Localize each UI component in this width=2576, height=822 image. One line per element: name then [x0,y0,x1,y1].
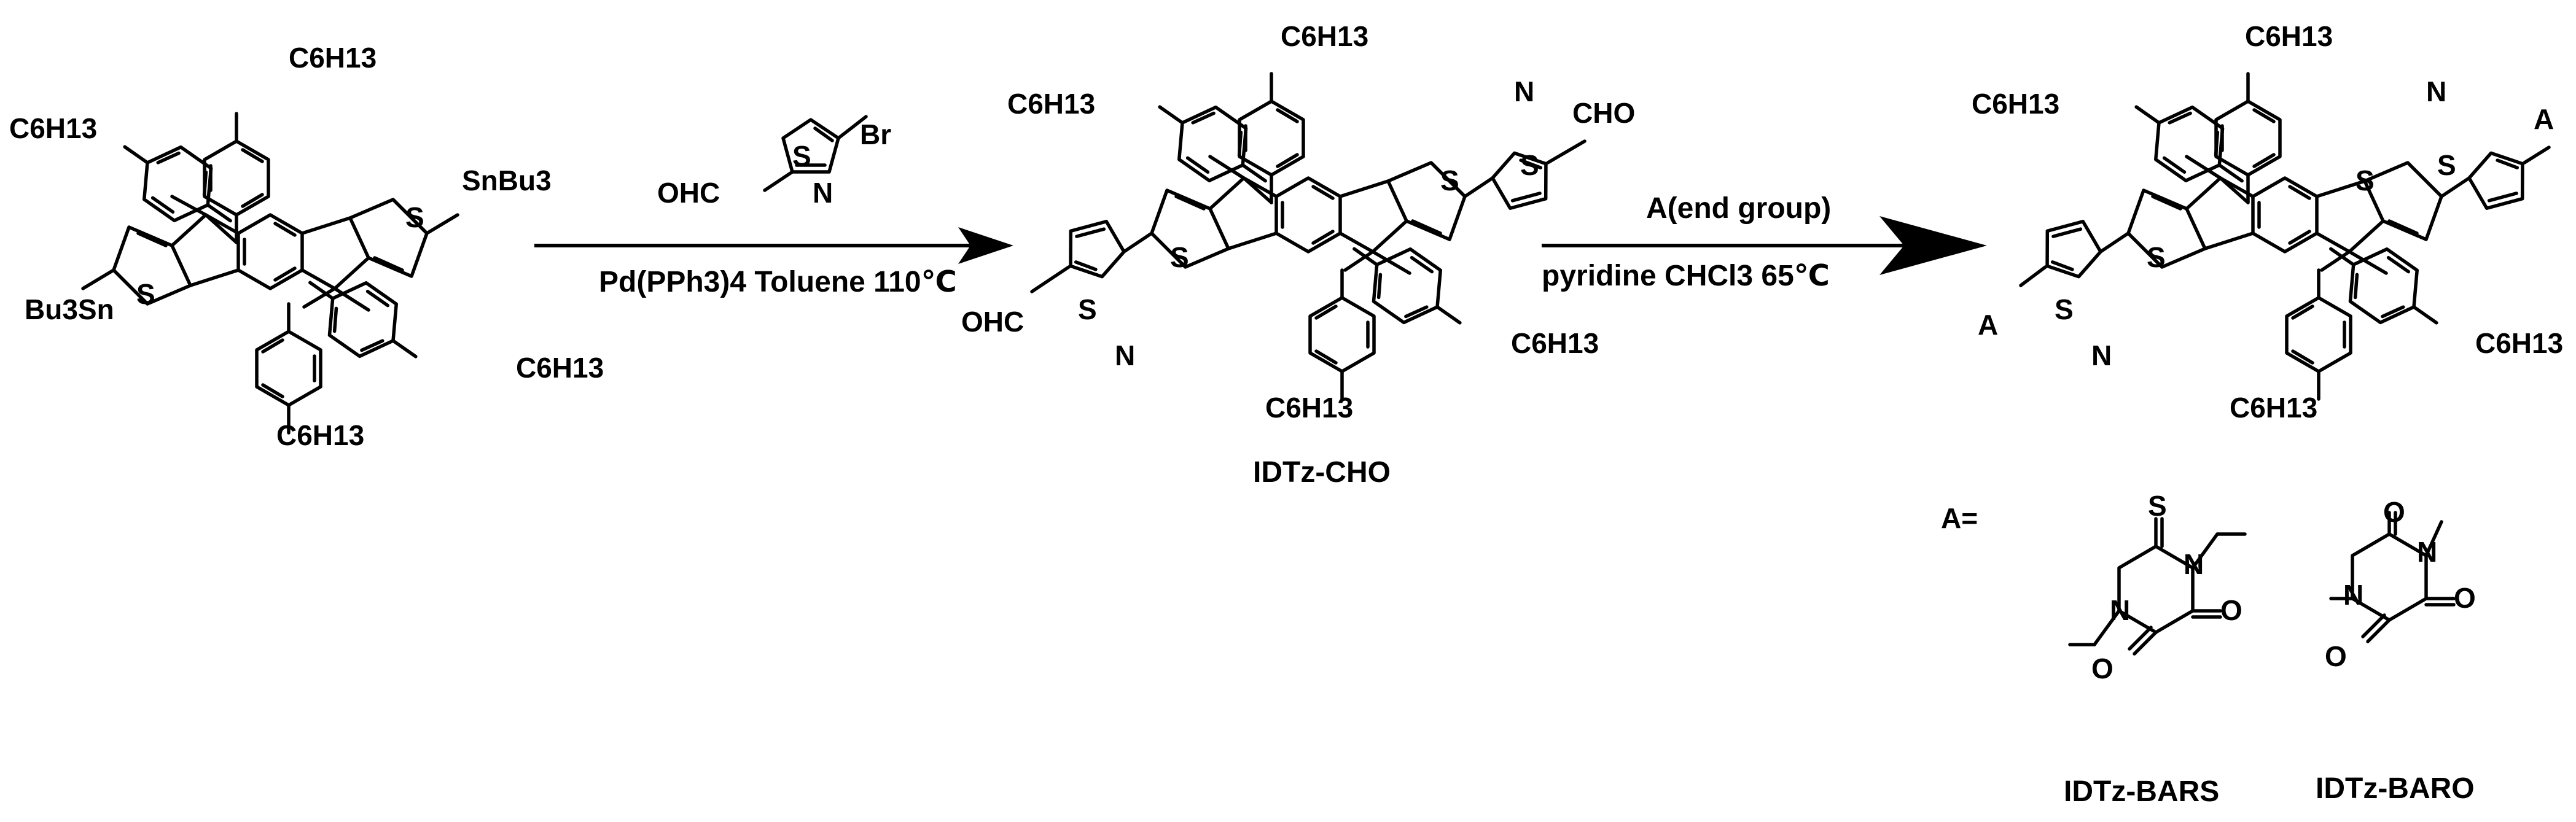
prod-thiazole-n-right: N [2426,76,2446,107]
end-group-definition: A= [1941,502,1978,534]
step1-conditions: Pd(PPh3)4 Toluene 110℃ [599,266,957,298]
sm-stannyl-left: Bu3Sn [25,293,114,325]
arrow-step2 [1542,216,1987,275]
int-thiazole-n-left: N [1115,339,1135,371]
prod-s-core-left: S [2147,241,2166,273]
baro-name: IDTz-BARO [2316,772,2475,805]
int-hexyl-4: C6H13 [1265,392,1353,424]
sm-hexyl-3: C6H13 [516,352,604,384]
sm-hexyl-1: C6H13 [289,42,377,74]
reagent-n: N [813,177,833,209]
intermediate-name: IDTz-CHO [1253,456,1391,489]
starting-material [81,114,459,433]
bars-exo-s: S [2148,490,2167,522]
int-hexyl-2: C6H13 [1007,88,1095,120]
sm-thiophene-s-left: S [136,278,155,310]
baro-o-right: O [2454,582,2476,614]
sm-thiophene-s-right: S [405,201,424,233]
int-hexyl-3: C6H13 [1511,327,1599,359]
reagent-br: Br [860,118,891,150]
step2-conditions: pyridine CHCl3 65℃ [1542,260,1830,292]
end-group-bars [2068,517,2247,656]
sm-stannyl-right: SnBu3 [462,165,552,196]
bars-name: IDTz-BARS [2064,775,2219,808]
bars-o-right: O [2220,594,2242,626]
prod-hexyl-3: C6H13 [2475,327,2563,359]
int-hexyl-1: C6H13 [1281,20,1368,52]
int-thiazole-n-right: N [1514,76,1534,107]
int-thiazole-s-right: S [1520,149,1539,181]
baro-n-left: N [2343,579,2363,611]
int-s-core-left: S [1170,241,1189,273]
reagent-thiazole [763,115,868,192]
arrow-step1 [534,227,1013,264]
prod-hexyl-4: C6H13 [2230,392,2317,424]
bars-n-top: N [2184,548,2204,580]
prod-thiazole-s-left: S [2055,293,2074,325]
intermediate-structure [1030,74,1587,399]
bars-o-bottom: O [2091,653,2113,684]
int-aldehyde-right: CHO [1572,97,1635,129]
reagent-cho: OHC [657,177,720,209]
prod-hexyl-2: C6H13 [1972,88,2059,120]
prod-thiazole-n-left: N [2091,339,2112,371]
int-aldehyde-left: OHC [961,306,1024,338]
baro-exo-o: O [2383,496,2405,528]
baro-n-top: N [2417,536,2437,568]
end-group-baro [2329,511,2456,643]
sm-hexyl-4: C6H13 [276,419,364,451]
reagent-s: S [792,140,811,172]
baro-o-bottom: O [2325,640,2347,672]
prod-hexyl-1: C6H13 [2245,20,2333,52]
prod-thiazole-s-right: S [2437,149,2456,181]
int-thiazole-s-left: S [1078,293,1097,325]
prod-s-core-right: S [2355,165,2375,196]
int-s-core-right: S [1440,165,1459,196]
prod-end-group-left: A [1978,309,1998,341]
product-structure [2019,74,2551,399]
sm-hexyl-2: C6H13 [9,112,97,144]
prod-end-group-right: A [2534,103,2554,135]
bars-n-bottom: N [2110,594,2130,626]
step2-reagent: A(end group) [1646,192,1831,225]
